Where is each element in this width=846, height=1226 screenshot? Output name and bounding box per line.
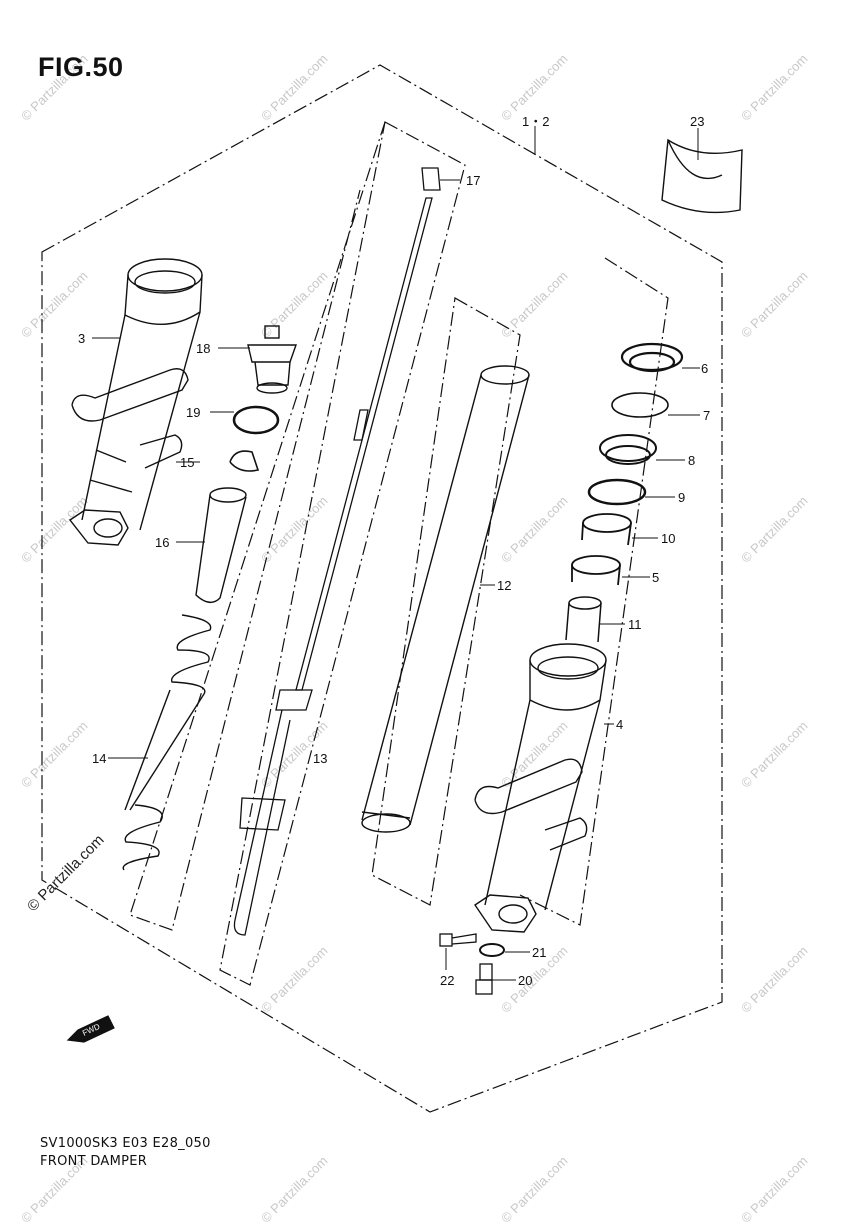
callout-17: 17	[466, 173, 480, 188]
fork-cap-bolt	[247, 325, 297, 394]
guide-bushing	[571, 555, 621, 586]
callout-22: 22	[440, 973, 454, 988]
callout-16: 16	[155, 535, 169, 550]
footer-code: SV1000SK3 E03 E28_050	[40, 1136, 211, 1151]
fwd-arrow	[66, 1015, 115, 1043]
footer-name: FRONT DAMPER	[40, 1154, 148, 1169]
inner-tube	[361, 365, 530, 833]
callout-1-2: 1・2	[522, 114, 549, 129]
outer-tube-right	[474, 643, 607, 933]
drain-screw	[475, 963, 493, 995]
dust-seal	[599, 434, 657, 465]
callout-15: 15	[180, 455, 194, 470]
spring-group-boundary	[129, 121, 386, 931]
spacer	[195, 487, 247, 603]
callout-18: 18	[196, 341, 210, 356]
retaining-clip	[229, 450, 260, 472]
callout-13: 13	[313, 751, 327, 766]
fork-collar	[661, 138, 743, 214]
inner-tube-boundary	[371, 297, 521, 906]
fork-spring	[122, 614, 212, 871]
stopper-ring	[611, 392, 669, 418]
callout-6: 6	[701, 361, 708, 376]
outer-tube-left	[68, 258, 203, 546]
oil-lock-piece	[565, 596, 602, 643]
leader-lines	[92, 126, 700, 981]
callout-12: 12	[497, 578, 511, 593]
callout-21: 21	[532, 945, 546, 960]
callout-5: 5	[652, 570, 659, 585]
callout-9: 9	[678, 490, 685, 505]
callout-20: 20	[518, 973, 532, 988]
parts-diagram: © Partzilla.com© Partzilla.com© Partzill…	[18, 51, 811, 1226]
callout-11: 11	[628, 617, 642, 632]
gasket-washer	[479, 943, 505, 957]
exploded-view: 1・223173181915161413126789105114212220FW…	[41, 64, 743, 1113]
o-ring	[232, 405, 280, 435]
axle-bolt	[439, 933, 477, 947]
callout-7: 7	[703, 408, 710, 423]
callout-10: 10	[661, 531, 675, 546]
callout-8: 8	[688, 453, 695, 468]
slide-bushing	[581, 513, 632, 546]
figure-title: FIG.50	[38, 52, 124, 82]
assembly-boundary	[41, 64, 723, 1113]
callout-14: 14	[92, 751, 106, 766]
callout-19: 19	[186, 405, 200, 420]
callout-23: 23	[690, 114, 704, 129]
damper-rod-boundary	[219, 121, 466, 986]
damper-rod	[233, 167, 441, 936]
callout-3: 3	[78, 331, 85, 346]
callout-4: 4	[616, 717, 623, 732]
outer-tube-boundary	[519, 257, 669, 926]
washer-seal	[587, 478, 647, 506]
oil-seal	[620, 342, 684, 373]
